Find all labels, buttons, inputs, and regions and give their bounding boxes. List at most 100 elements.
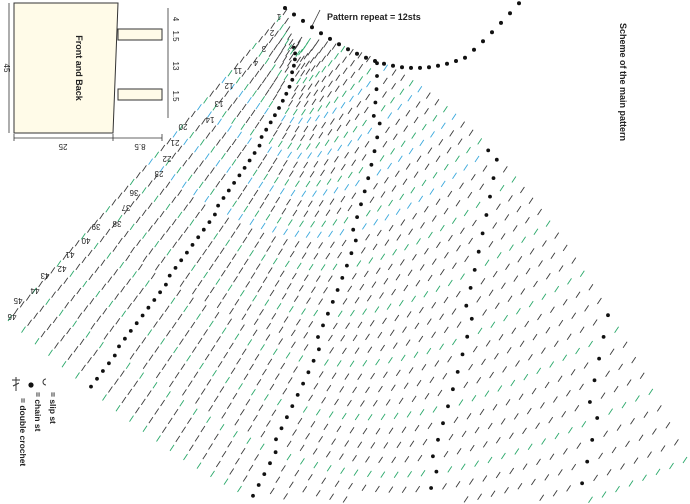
row-number: 13: [214, 99, 223, 108]
double-crochet-mark: [274, 30, 279, 37]
chain-st-mark: [290, 77, 295, 82]
double-crochet-mark: [212, 370, 217, 377]
double-crochet-mark: [482, 441, 488, 448]
double-crochet-mark: [363, 270, 369, 278]
double-crochet-mark: [199, 139, 205, 146]
double-crochet-mark: [235, 458, 240, 465]
chain-st-mark: [134, 321, 139, 326]
chain-st-mark: [468, 286, 473, 290]
chain-st-mark: [592, 378, 597, 383]
double-crochet-mark: [357, 88, 363, 96]
double-crochet-mark: [531, 478, 536, 486]
chain-st-mark: [301, 381, 305, 386]
double-crochet-mark: [280, 80, 286, 87]
double-crochet-mark: [455, 481, 461, 488]
double-crochet-mark: [300, 70, 306, 77]
double-crochet-mark: [528, 353, 533, 361]
chain-st-mark: [283, 6, 287, 10]
double-crochet-mark: [227, 69, 233, 77]
double-crochet-mark: [226, 145, 232, 153]
double-crochet-mark: [27, 319, 32, 326]
double-crochet-mark: [367, 127, 373, 135]
double-crochet-mark: [480, 277, 486, 285]
double-crochet-mark: [242, 185, 248, 192]
double-crochet-mark: [403, 284, 409, 292]
double-crochet-mark: [347, 139, 353, 147]
double-crochet-mark: [515, 360, 520, 367]
double-crochet-mark: [327, 90, 332, 98]
double-crochet-mark: [310, 220, 315, 228]
double-crochet-mark: [616, 424, 622, 431]
chain-st-mark: [429, 486, 433, 490]
double-crochet-mark: [95, 290, 101, 298]
double-crochet-mark: [334, 135, 339, 143]
double-crochet-mark: [153, 173, 159, 180]
double-crochet-mark: [88, 273, 94, 281]
chain-st-mark: [351, 227, 356, 232]
double-crochet-mark: [206, 379, 212, 386]
double-crochet-mark: [63, 277, 69, 284]
chain-st-mark: [372, 149, 377, 154]
double-crochet-mark: [161, 426, 167, 433]
legend-label: = slip st: [48, 392, 58, 424]
double-crochet-mark: [463, 164, 469, 171]
double-crochet-mark: [164, 305, 170, 312]
chain-st-mark: [280, 98, 285, 103]
double-crochet-mark: [209, 90, 215, 97]
double-crochet-mark: [243, 205, 249, 213]
double-crochet-mark: [318, 199, 324, 207]
double-crochet-mark: [502, 166, 508, 173]
double-crochet-mark: [365, 386, 370, 394]
double-crochet-mark: [219, 386, 225, 393]
chain-st-mark: [490, 30, 494, 35]
row-number: 21: [170, 138, 179, 147]
double-crochet-mark: [254, 121, 260, 129]
chain-st-mark: [427, 65, 431, 70]
double-crochet-mark: [130, 246, 135, 254]
dim-right-upper-label: 1.5: [171, 30, 180, 42]
double-crochet-mark: [257, 83, 262, 91]
double-crochet-mark: [171, 321, 177, 329]
double-crochet-mark: [340, 335, 346, 342]
double-crochet-mark: [102, 394, 107, 401]
double-crochet-mark: [290, 42, 295, 50]
double-crochet-mark: [142, 425, 148, 432]
double-crochet-mark: [460, 227, 465, 234]
double-crochet-mark: [229, 307, 234, 315]
double-crochet-mark: [220, 270, 226, 277]
double-crochet-mark: [336, 124, 342, 132]
chain-st-mark: [508, 11, 512, 16]
double-crochet-mark: [468, 129, 474, 137]
double-crochet-mark: [341, 412, 347, 420]
double-crochet-mark: [472, 345, 478, 353]
double-crochet-mark: [447, 466, 453, 473]
double-crochet-mark: [303, 100, 309, 107]
double-crochet-mark: [468, 237, 473, 245]
chain-st-mark: [179, 258, 184, 263]
double-crochet-mark: [432, 406, 438, 413]
double-crochet-mark: [297, 200, 302, 207]
double-crochet-mark: [325, 209, 331, 217]
chain-st-mark: [346, 47, 350, 52]
double-crochet-mark: [224, 90, 229, 98]
double-crochet-mark: [170, 297, 176, 305]
double-crochet-mark: [277, 398, 282, 406]
double-crochet-mark: [447, 279, 453, 287]
double-crochet-mark: [316, 180, 321, 187]
double-crochet-mark: [269, 383, 275, 391]
double-crochet-mark: [252, 169, 258, 177]
chain-st-mark: [310, 25, 314, 30]
double-crochet-mark: [298, 92, 304, 100]
double-crochet-mark: [351, 192, 357, 199]
double-crochet-mark: [203, 271, 208, 279]
double-crochet-mark: [463, 381, 469, 389]
double-crochet-mark: [324, 359, 329, 366]
double-crochet-mark: [326, 178, 332, 185]
double-crochet-mark: [356, 101, 362, 108]
double-crochet-mark: [328, 230, 333, 238]
double-crochet-mark: [247, 177, 253, 184]
double-crochet-mark: [386, 303, 392, 310]
double-crochet-mark: [283, 493, 288, 500]
double-crochet-mark: [252, 42, 257, 50]
double-crochet-mark: [331, 43, 337, 50]
